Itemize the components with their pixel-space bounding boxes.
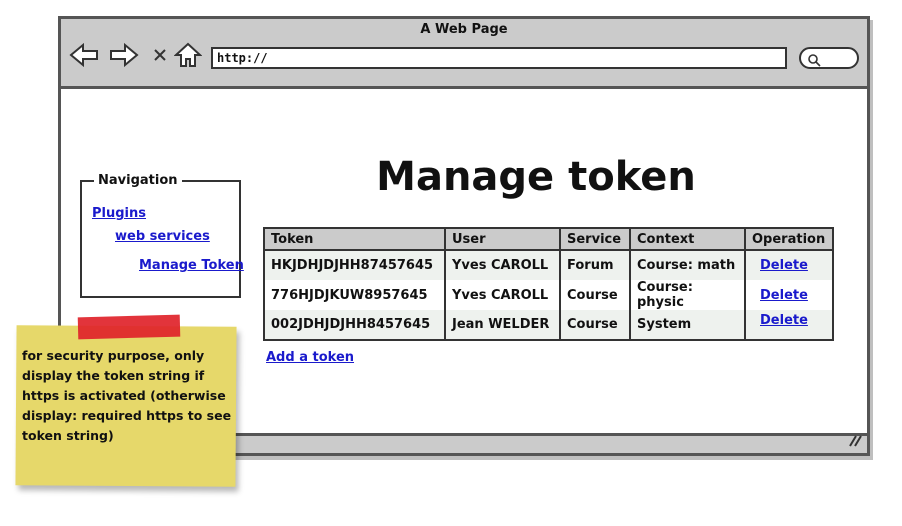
delete-link[interactable]: Delete <box>760 258 808 273</box>
service-cell: Course <box>560 310 631 340</box>
column-header-token: Token <box>264 228 446 251</box>
nav-link-plugins[interactable]: Plugins <box>92 206 146 221</box>
sticky-tape <box>77 314 181 340</box>
address-bar[interactable]: http:// <box>211 47 787 69</box>
navigation-panel: Navigation <box>80 173 241 298</box>
user-cell: Yves CAROLL <box>445 280 561 310</box>
operation-cell: Delete <box>745 250 833 280</box>
user-cell: Yves CAROLL <box>445 250 561 280</box>
close-icon[interactable] <box>145 41 175 69</box>
operation-cell: Delete <box>745 280 833 310</box>
resize-grip-icon[interactable] <box>847 432 863 451</box>
service-cell: Course <box>560 280 631 310</box>
page-title: Manage token <box>376 154 696 200</box>
operation-cell: Delete <box>745 310 833 340</box>
token-cell: 002JDHJDJHH8457645 <box>264 310 446 340</box>
browser-titlebar: A Web Page http:// <box>61 19 867 89</box>
column-header-operation: Operation <box>745 228 833 251</box>
navigation-heading: Navigation <box>94 173 182 188</box>
token-cell: HKJDHJDJHH87457645 <box>264 250 446 280</box>
browser-statusbar <box>61 433 867 453</box>
user-cell: Jean WELDER <box>445 310 561 340</box>
home-icon[interactable] <box>173 41 203 69</box>
nav-link-manage-token[interactable]: Manage Token <box>139 258 244 273</box>
nav-link-web-services[interactable]: web services <box>115 229 210 244</box>
token-table: Token User Service Context Operation HKJ… <box>263 227 834 341</box>
context-cell: System <box>630 310 746 340</box>
table-row: HKJDHJDJHH87457645 Yves CAROLL Forum Cou… <box>264 250 833 280</box>
column-header-user: User <box>445 228 561 251</box>
delete-link[interactable]: Delete <box>760 287 808 303</box>
search-icon <box>807 52 821 71</box>
column-header-service: Service <box>560 228 631 251</box>
window-title: A Web Page <box>420 22 508 37</box>
delete-link[interactable]: Delete <box>760 313 808 328</box>
back-arrow-icon[interactable] <box>69 41 99 69</box>
browser-search-field[interactable] <box>799 47 859 69</box>
column-header-context: Context <box>630 228 746 251</box>
add-token-link[interactable]: Add a token <box>266 350 355 365</box>
forward-arrow-icon[interactable] <box>109 41 139 69</box>
service-cell: Forum <box>560 250 631 280</box>
context-cell: Course: physic <box>630 280 746 310</box>
table-row: 776HJDJKUW8957645 Yves CAROLL Course Cou… <box>264 280 833 310</box>
table-header-row: Token User Service Context Operation <box>264 228 833 251</box>
token-cell: 776HJDJKUW8957645 <box>264 280 446 310</box>
table-row: 002JDHJDJHH8457645 Jean WELDER Course Sy… <box>264 310 833 340</box>
sticky-note-text: for security purpose, only display the t… <box>22 348 232 443</box>
context-cell: Course: math <box>630 250 746 280</box>
